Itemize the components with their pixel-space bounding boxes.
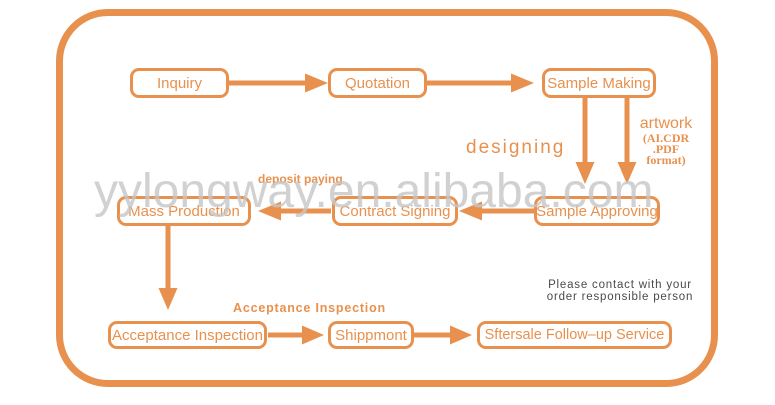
node-contract-signing: Contract Signing — [332, 196, 458, 226]
node-aftersale-service-label: Sftersale Follow–up Service — [484, 327, 665, 343]
node-contract-signing-label: Contract Signing — [339, 202, 451, 220]
node-inquiry: Inquiry — [130, 68, 229, 98]
artwork-label-line1: artwork — [639, 115, 693, 132]
node-mass-production: Mass Production — [117, 196, 251, 226]
artwork-label-line3: .PDF — [652, 142, 680, 156]
designing-label: designing — [466, 137, 566, 158]
contact-note-line2: order responsible person — [546, 290, 694, 303]
node-sample-approving: Sample Approving — [534, 196, 660, 226]
node-inquiry-label: Inquiry — [156, 74, 203, 92]
node-quotation: Quotation — [328, 68, 427, 98]
outer-border — [56, 9, 718, 387]
node-sample-approving-label: Sample Approving — [536, 202, 658, 220]
node-acceptance-inspection: Acceptance Inspection — [108, 321, 267, 349]
contact-note: Please contact with your order responsib… — [520, 279, 720, 303]
acceptance-inspection-arrow-label: Acceptance Inspection — [233, 301, 386, 315]
node-sample-making: Sample Making — [542, 68, 656, 98]
contact-note-line1: Please contact with your — [548, 279, 692, 291]
node-acceptance-inspection-label: Acceptance Inspection — [112, 326, 263, 344]
artwork-format-label: artwork (AI.CDR .PDF format) — [624, 115, 708, 167]
node-shipment-label: Shippmont — [335, 326, 407, 344]
artwork-label-line4: format) — [646, 153, 686, 167]
node-sample-making-label: Sample Making — [547, 74, 651, 92]
node-aftersale-service: Sftersale Follow–up Service — [477, 321, 672, 349]
artwork-label-line2: (AI.CDR — [642, 131, 690, 145]
deposit-paying-label: deposit paying — [258, 172, 343, 186]
node-mass-production-label: Mass Production — [128, 202, 240, 220]
node-shipment: Shippmont — [328, 321, 414, 349]
node-quotation-label: Quotation — [344, 74, 411, 92]
